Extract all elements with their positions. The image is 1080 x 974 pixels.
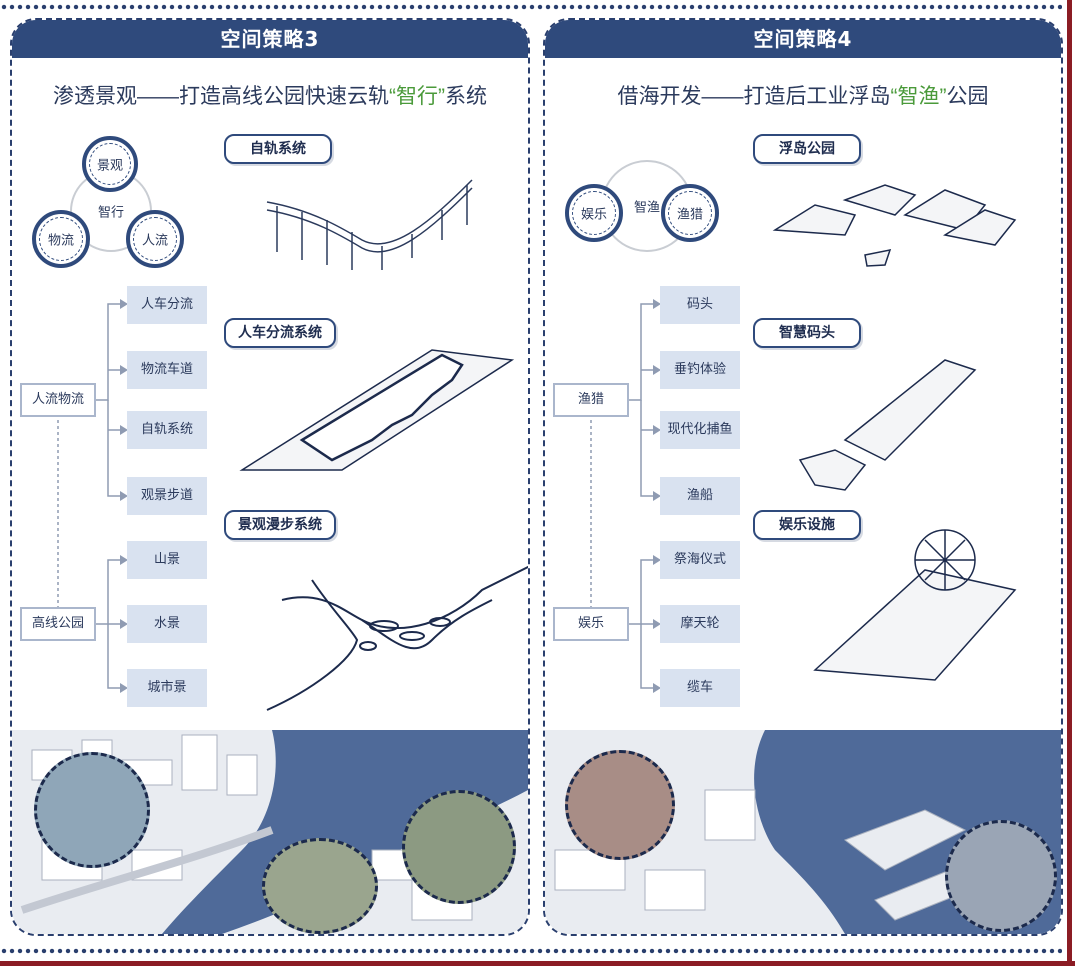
item-pier: 码头 <box>660 286 740 324</box>
right-frame-bar <box>1067 0 1072 962</box>
separation-sketch <box>239 349 515 471</box>
subtitle-highlight: “智渔” <box>890 85 947 108</box>
subtitle-post: 公园 <box>946 85 989 108</box>
item-cable-car: 缆车 <box>660 669 740 707</box>
top-dotted-border <box>0 2 1062 12</box>
pier-sketch <box>798 359 977 491</box>
ferris-sketch <box>813 529 1017 681</box>
item-fishing-boat: 渔船 <box>660 477 740 515</box>
strategy-4-panel: 空间策略4 借海开发——打造后工业浮岛“智渔”公园 智渔 娱乐 渔猎 浮岛公园 … <box>543 18 1063 936</box>
photo-circle-2 <box>262 838 378 934</box>
strategy-4-subtitle: 借海开发——打造后工业浮岛“智渔”公园 <box>545 80 1061 110</box>
pill-smart-pier: 智慧码头 <box>753 318 861 348</box>
pill-entertainment-facilities: 娱乐设施 <box>753 510 861 540</box>
subtitle-pre: 借海开发——打造后工业浮岛 <box>617 85 891 108</box>
item-rail-system: 自轨系统 <box>127 411 207 449</box>
center-circle-label: 智行 <box>97 205 124 221</box>
photo-circle-terminal <box>945 820 1057 932</box>
strategy-3-map <box>12 730 528 934</box>
walk-sketch <box>266 565 528 711</box>
islands-sketch <box>772 184 1017 267</box>
circle-people-flow: 人流 <box>126 210 184 268</box>
photo-circle-ferris <box>565 750 675 860</box>
center-circle-label: 智渔 <box>633 200 660 216</box>
rail-sketch <box>266 179 473 270</box>
subtitle-pre: 渗透景观——打造高线公园快速云轨 <box>53 85 389 108</box>
item-ferris-wheel: 摩天轮 <box>660 605 740 643</box>
item-logistics-lane: 物流车道 <box>127 351 207 389</box>
pill-separation-system: 人车分流系统 <box>224 318 336 348</box>
item-modern-fishing: 现代化捕鱼 <box>660 411 740 449</box>
bottom-dotted-border <box>0 946 1062 956</box>
category-fishing: 渔猎 <box>553 383 629 417</box>
strategy-4-header: 空间策略4 <box>545 20 1061 58</box>
photo-circle-1 <box>34 752 150 868</box>
pill-floating-park: 浮岛公园 <box>753 134 861 164</box>
item-mountain-view: 山景 <box>127 541 207 579</box>
subtitle-highlight: “智行” <box>389 85 445 108</box>
item-city-view: 城市景 <box>127 669 207 707</box>
pill-rail-system: 自轨系统 <box>224 134 332 164</box>
strategy-3-subtitle: 渗透景观——打造高线公园快速云轨“智行”系统 <box>12 80 528 110</box>
tree-connectors <box>57 179 528 711</box>
strategy-3-header: 空间策略3 <box>12 20 528 58</box>
strategy-3-panel: 空间策略3 渗透景观——打造高线公园快速云轨“智行”系统 智行 景观 物流 人流… <box>10 18 530 936</box>
circle-fishing: 渔猎 <box>661 184 719 242</box>
circle-entertainment: 娱乐 <box>565 184 623 242</box>
item-separation: 人车分流 <box>127 286 207 324</box>
circle-landscape: 景观 <box>82 136 138 192</box>
tree-connectors <box>590 184 1017 693</box>
category-people-logistics: 人流物流 <box>20 383 96 417</box>
item-water-view: 水景 <box>127 605 207 643</box>
item-angling: 垂钓体验 <box>660 351 740 389</box>
pill-landscape-walk: 景观漫步系统 <box>224 510 336 540</box>
subtitle-post: 系统 <box>445 85 487 108</box>
category-high-line-park: 高线公园 <box>20 607 96 641</box>
photo-circle-3 <box>402 790 516 904</box>
strategy-4-map <box>545 730 1061 934</box>
category-entertainment: 娱乐 <box>553 607 629 641</box>
bottom-frame-bar <box>0 961 1075 966</box>
item-sea-ritual: 祭海仪式 <box>660 541 740 579</box>
circle-logistics: 物流 <box>32 210 90 268</box>
item-view-path: 观景步道 <box>127 477 207 515</box>
